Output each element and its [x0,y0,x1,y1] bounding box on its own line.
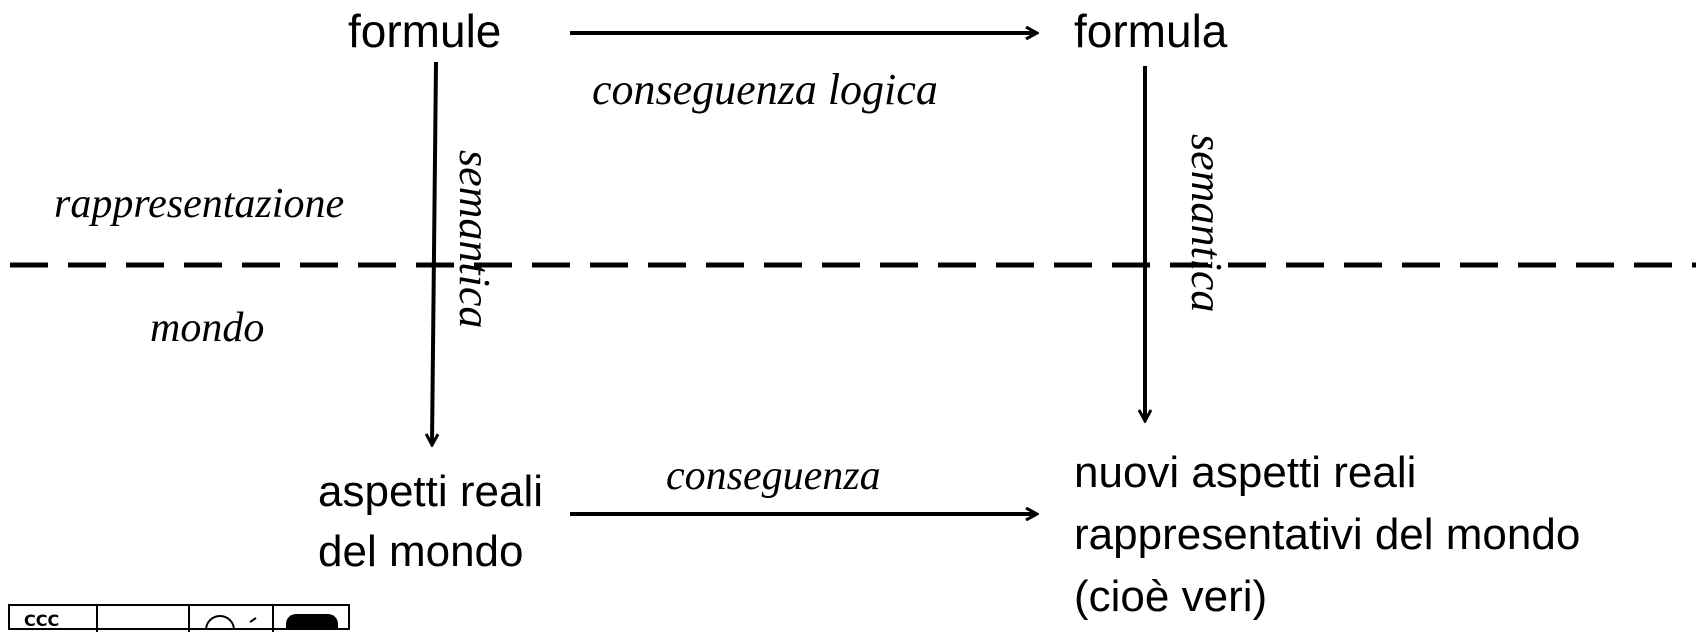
license-badge: CCC [8,604,350,635]
node-formula: formula [1074,5,1228,57]
nc-icon [190,606,274,635]
node-formule: formule [348,5,502,57]
node-nuovi-line3: (cioè veri) [1074,572,1268,621]
node-nuovi-line1: nuovi aspetti reali [1074,448,1417,497]
label-conseguenza-logica: conseguenza logica [592,65,938,114]
node-aspetti-reali: aspetti reali del mondo [318,462,543,582]
label-rappresentazione: rappresentazione [54,181,345,227]
label-semantica-right: semantica [1182,134,1231,313]
sa-icon [274,606,348,635]
node-nuovi-line2: rappresentativi del mondo [1074,510,1581,559]
node-aspetti-reali-line1: aspetti reali [318,467,544,516]
node-nuovi-aspetti: nuovi aspetti reali rappresentativi del … [1074,442,1580,628]
cc-icon: CCC [10,606,98,632]
svg-text:CCC: CCC [24,611,59,630]
label-conseguenza: conseguenza [666,453,881,499]
by-icon [98,606,190,632]
label-semantica-left: semantica [450,150,499,329]
label-mondo: mondo [150,305,265,351]
node-aspetti-reali-line2: del mondo [318,527,524,576]
arrow-semantica-left [432,61,436,444]
